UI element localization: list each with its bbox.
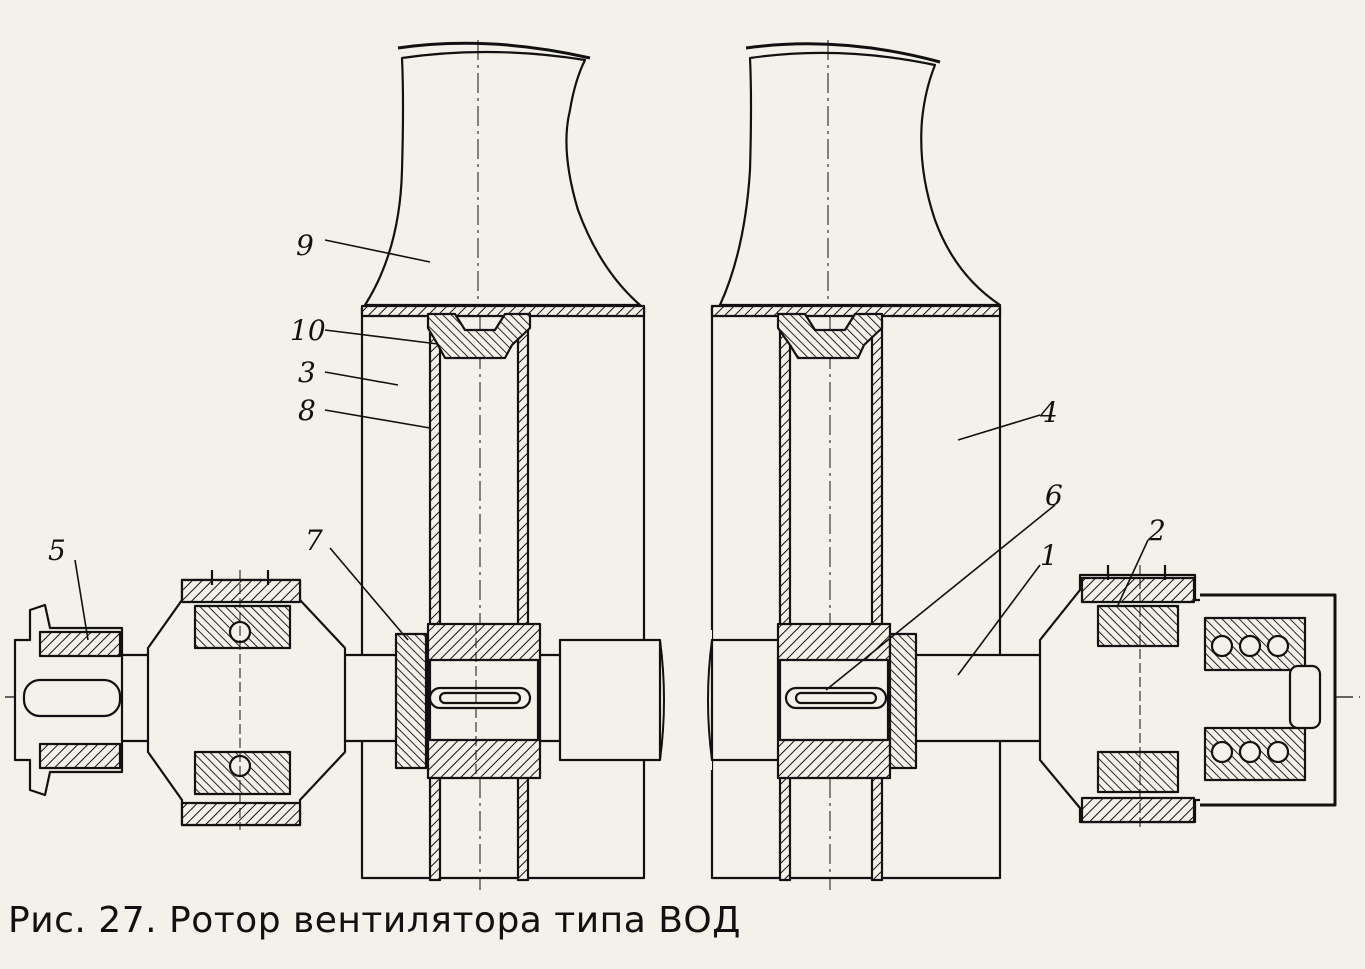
label-4: 4 [1039, 396, 1058, 429]
left-hub-tube [428, 318, 442, 882]
label-1: 1 [1040, 539, 1058, 572]
left-cone-ring [426, 312, 532, 360]
label-6: 6 [1045, 479, 1063, 512]
right-wheel-disk [710, 306, 1002, 880]
figure-caption: Рис. 27. Ротор вентилятора типа ВОД [8, 900, 741, 941]
label-7: 7 [305, 524, 323, 557]
rotor-diagram: 1 2 3 4 5 6 7 8 9 10 [5, 40, 1360, 890]
left-impeller-blade [363, 50, 642, 307]
right-impeller-blade [718, 51, 1002, 307]
label-9: 9 [296, 229, 314, 262]
right-hub-tube [778, 318, 792, 882]
label-10: 10 [290, 314, 326, 347]
label-3: 3 [298, 356, 316, 389]
right-cone-ring [776, 312, 884, 360]
spacer-ring-7 [394, 632, 428, 770]
left-wheel-disk [360, 306, 646, 880]
label-5: 5 [48, 534, 66, 567]
label-2: 2 [1147, 514, 1166, 547]
label-8: 8 [298, 394, 316, 427]
